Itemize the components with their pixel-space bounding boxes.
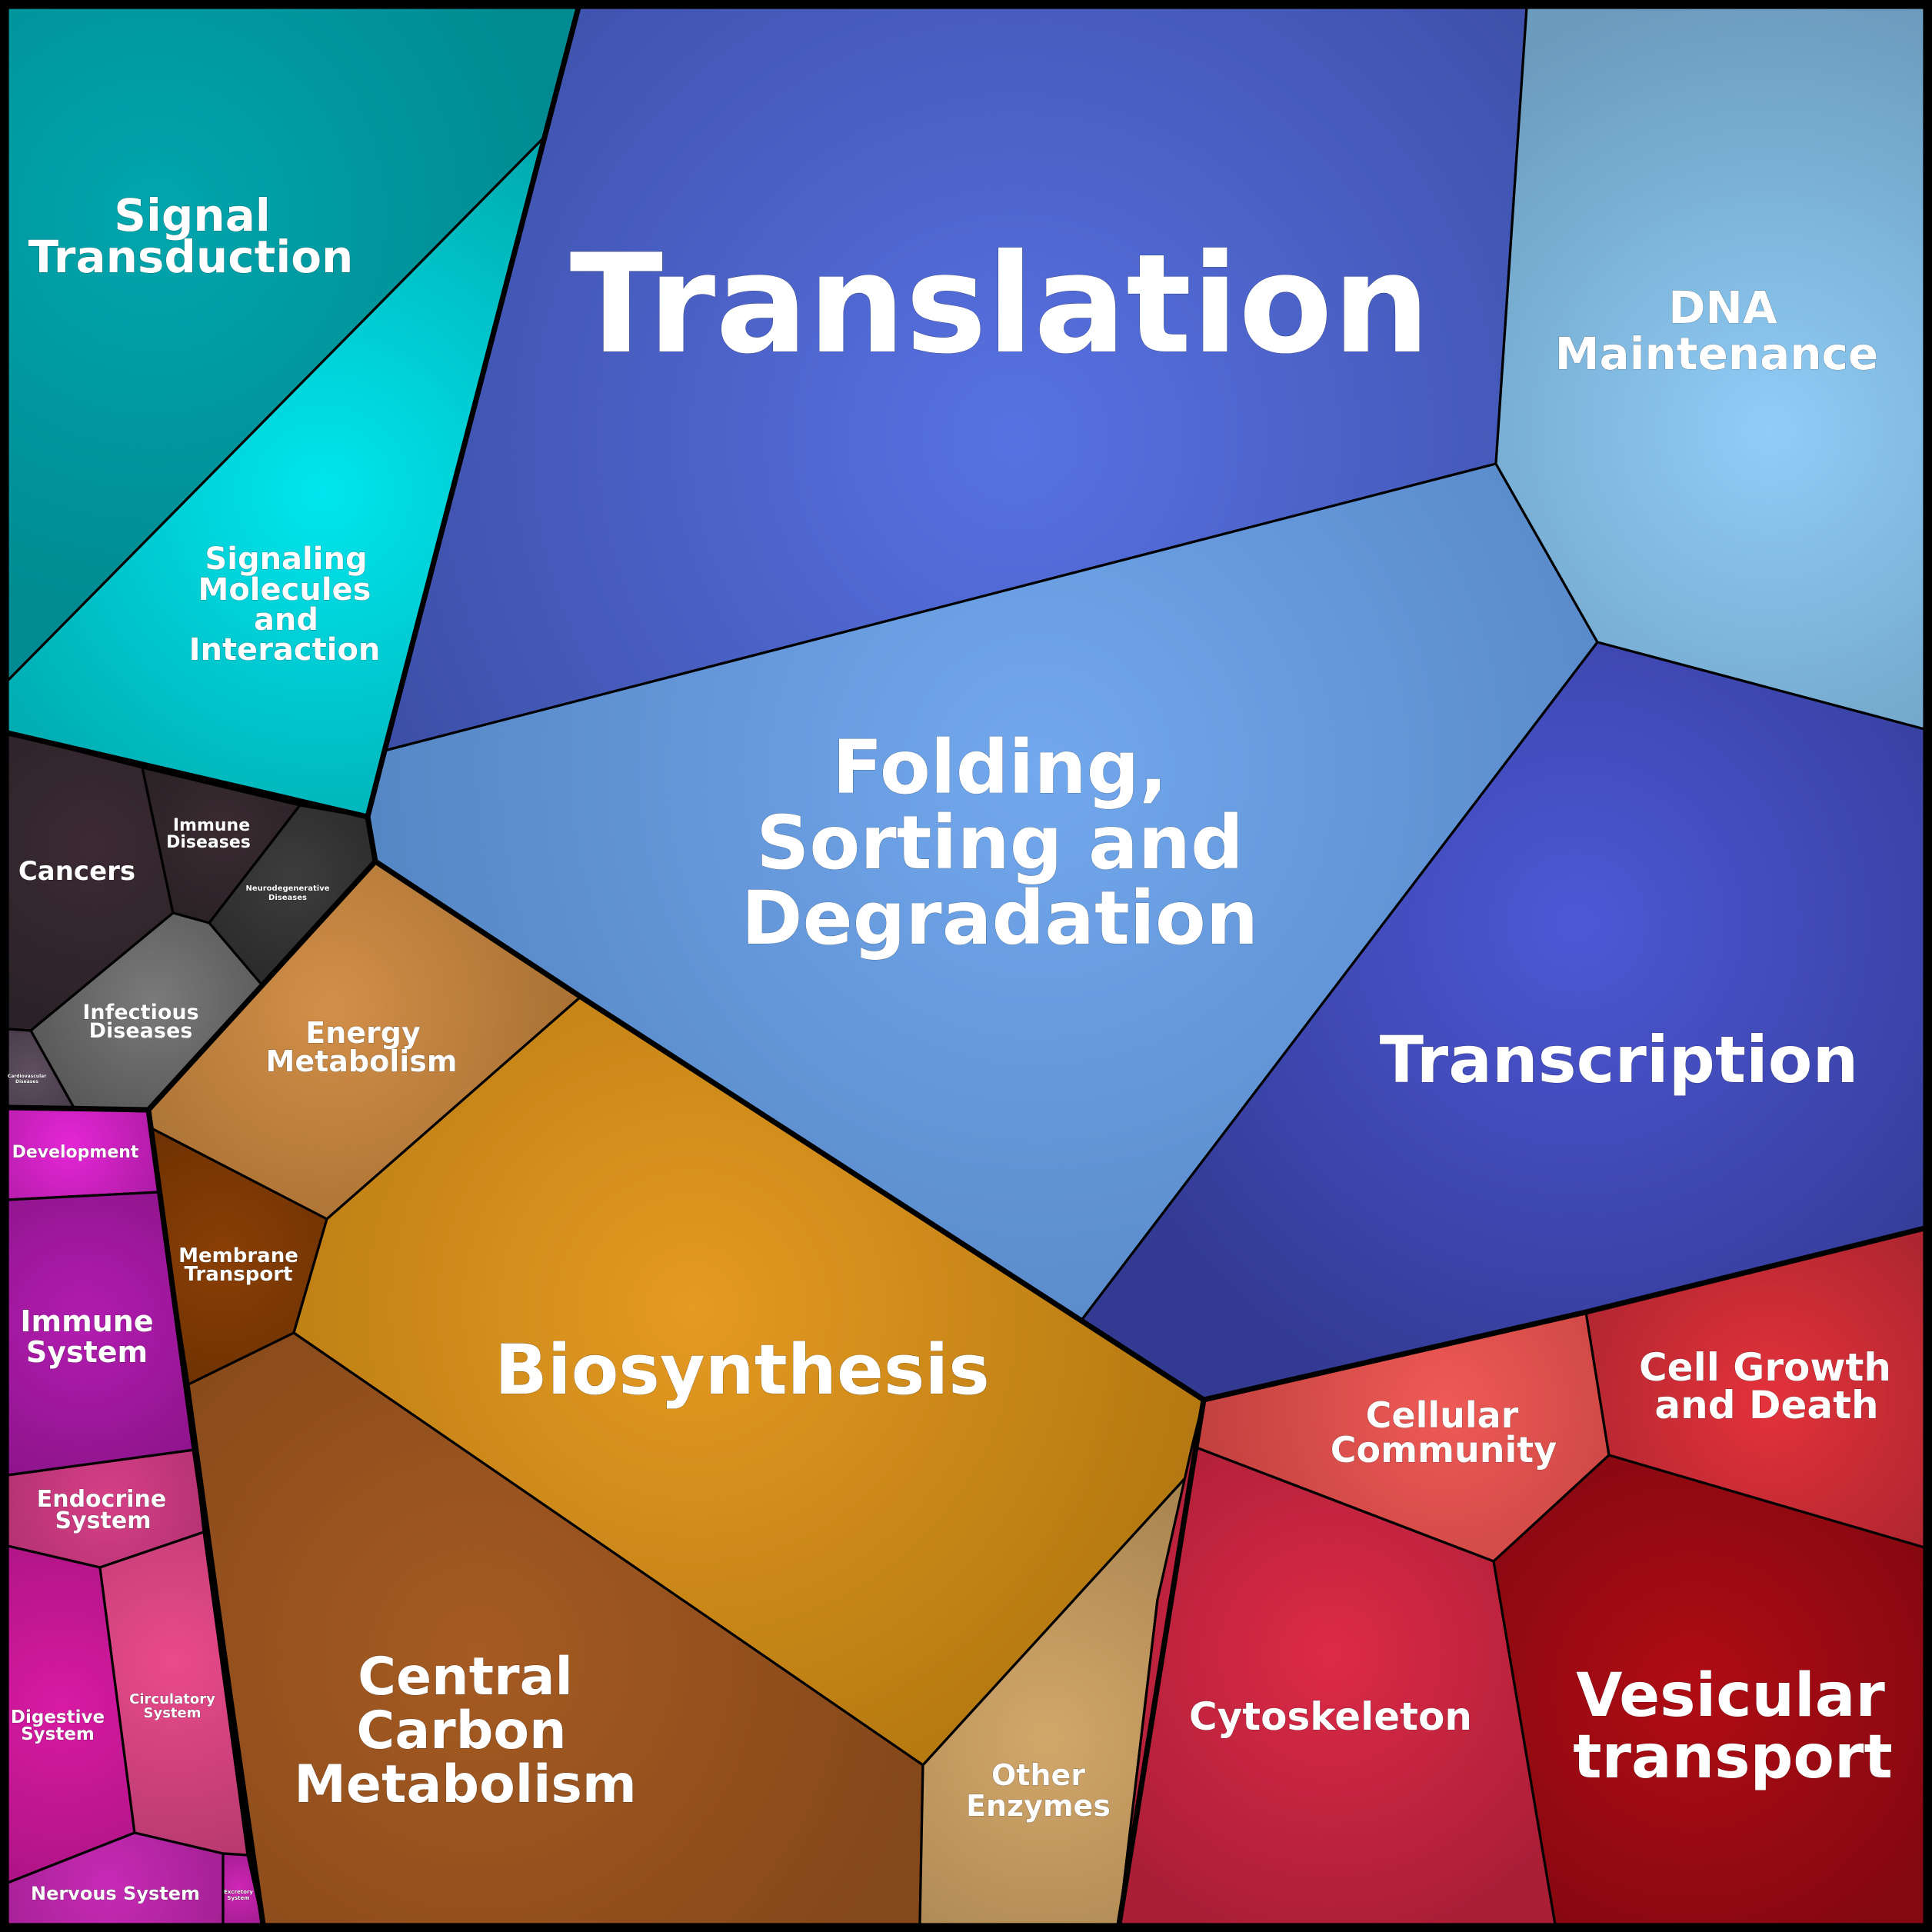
label-development: Development xyxy=(12,1143,139,1162)
label-line: Digestive xyxy=(11,1707,105,1727)
label-line: Development xyxy=(12,1143,139,1162)
label-line: Immune xyxy=(20,1304,153,1338)
label-line: Cytoskeleton xyxy=(1189,1694,1472,1739)
label-line: Nervous System xyxy=(31,1883,200,1904)
label-line: Diseases xyxy=(166,833,251,852)
label-nervous: Nervous System xyxy=(31,1883,200,1904)
label-line: and xyxy=(254,602,318,638)
label-line: System xyxy=(55,1507,152,1534)
group-border xyxy=(7,730,368,820)
label-transcription: Transcription xyxy=(1380,1022,1859,1098)
label-line: Molecules xyxy=(198,572,371,608)
label-line: Transduction xyxy=(28,231,354,283)
label-line: Transport xyxy=(185,1263,293,1286)
label-line: Neurodegenerative xyxy=(245,884,329,893)
label-line: Central xyxy=(358,1647,573,1707)
label-line: Excretory xyxy=(224,1889,253,1895)
label-line: transport xyxy=(1573,1723,1893,1792)
group-border xyxy=(365,7,1925,1403)
label-line: Metabolism xyxy=(294,1754,637,1815)
label-line: Circulatory xyxy=(129,1691,215,1707)
label-line: Maintenance xyxy=(1555,328,1879,380)
label-line: System xyxy=(227,1895,249,1901)
label-line: Transcription xyxy=(1380,1022,1859,1098)
label-line: Endocrine xyxy=(37,1486,167,1513)
group-borders xyxy=(7,7,1925,1925)
label-line: Diseases xyxy=(89,1019,193,1043)
label-line: Other xyxy=(991,1758,1085,1792)
label-line: Translation xyxy=(570,225,1431,384)
label-cytoskeleton: Cytoskeleton xyxy=(1189,1694,1472,1739)
label-line: Cellular xyxy=(1366,1394,1519,1436)
label-line: Diseases xyxy=(268,894,307,902)
label-line: Degradation xyxy=(741,875,1258,961)
label-cancers: Cancers xyxy=(18,856,135,887)
label-line: Carbon xyxy=(356,1700,566,1761)
cells-layer xyxy=(6,6,1926,1926)
label-line: Diseases xyxy=(15,1079,38,1084)
label-line: Community xyxy=(1331,1429,1557,1471)
label-line: Vesicular xyxy=(1576,1661,1885,1730)
label-line: Infectious xyxy=(82,1001,198,1024)
label-line: DNA xyxy=(1668,281,1777,334)
label-translation: Translation xyxy=(570,225,1431,384)
label-line: Enzymes xyxy=(966,1789,1111,1823)
label-line: Cell Growth xyxy=(1639,1345,1891,1390)
label-line: Membrane xyxy=(178,1244,298,1267)
label-line: System xyxy=(144,1705,202,1721)
label-line: Cancers xyxy=(18,856,135,887)
label-line: and Death xyxy=(1654,1383,1878,1427)
label-line: System xyxy=(26,1335,148,1369)
label-line: Metabolism xyxy=(266,1044,458,1078)
group-border xyxy=(145,1109,266,1925)
label-line: Signal xyxy=(114,189,270,242)
label-line: Energy xyxy=(305,1016,421,1050)
label-biosynthesis: Biosynthesis xyxy=(495,1330,990,1411)
label-line: Sorting and xyxy=(756,800,1244,886)
group-border xyxy=(1116,1399,1207,1925)
label-line: System xyxy=(21,1724,95,1744)
label-line: Folding, xyxy=(832,724,1168,811)
label-line: Biosynthesis xyxy=(495,1330,990,1411)
label-line: Immune xyxy=(173,816,250,835)
label-line: Interaction xyxy=(189,632,381,668)
label-line: Cardiovascular xyxy=(8,1074,46,1079)
label-line: Signaling xyxy=(205,541,367,577)
